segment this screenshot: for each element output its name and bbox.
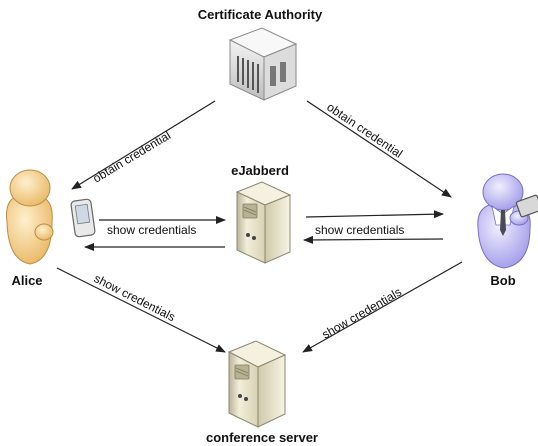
- bob-show-conference-label: show credentials: [320, 285, 404, 342]
- arrow-ca-to-alice: [71, 100, 216, 190]
- certificate-authority-icon: [228, 27, 298, 101]
- certificate-authority-label: Certificate Authority: [198, 7, 323, 22]
- arrow-alice-to-conference: [56, 267, 226, 353]
- bob-label: Bob: [490, 273, 515, 288]
- alice-person-icon: [6, 169, 54, 265]
- ejabberd-server-icon: [235, 181, 292, 264]
- bob-obtain-credential-label: obtain credential: [324, 100, 405, 161]
- arrow-bob-to-conference: [302, 261, 463, 353]
- arrows: [56, 100, 463, 353]
- bob-tablet-icon: [515, 194, 538, 218]
- alice-obtain-credential-label: obtain credential: [90, 128, 173, 185]
- alice-show-ejabberd-label: show credentials: [107, 223, 196, 237]
- alice-phone-icon: [70, 198, 96, 238]
- bob-person-icon: [477, 173, 531, 269]
- alice-show-conference-label: show credentials: [92, 271, 178, 324]
- ejabberd-label: eJabberd: [231, 163, 289, 178]
- conference-server-icon: [227, 340, 287, 428]
- arrow-ejabberd-to-bob: [305, 210, 444, 219]
- alice-label: Alice: [11, 273, 42, 288]
- bob-show-ejabberd-label: show credentials: [315, 223, 404, 237]
- arrow-bob-to-ejabberd: [303, 235, 444, 244]
- arrow-ca-to-bob: [306, 100, 452, 198]
- conference-server-label: conference server: [206, 430, 318, 445]
